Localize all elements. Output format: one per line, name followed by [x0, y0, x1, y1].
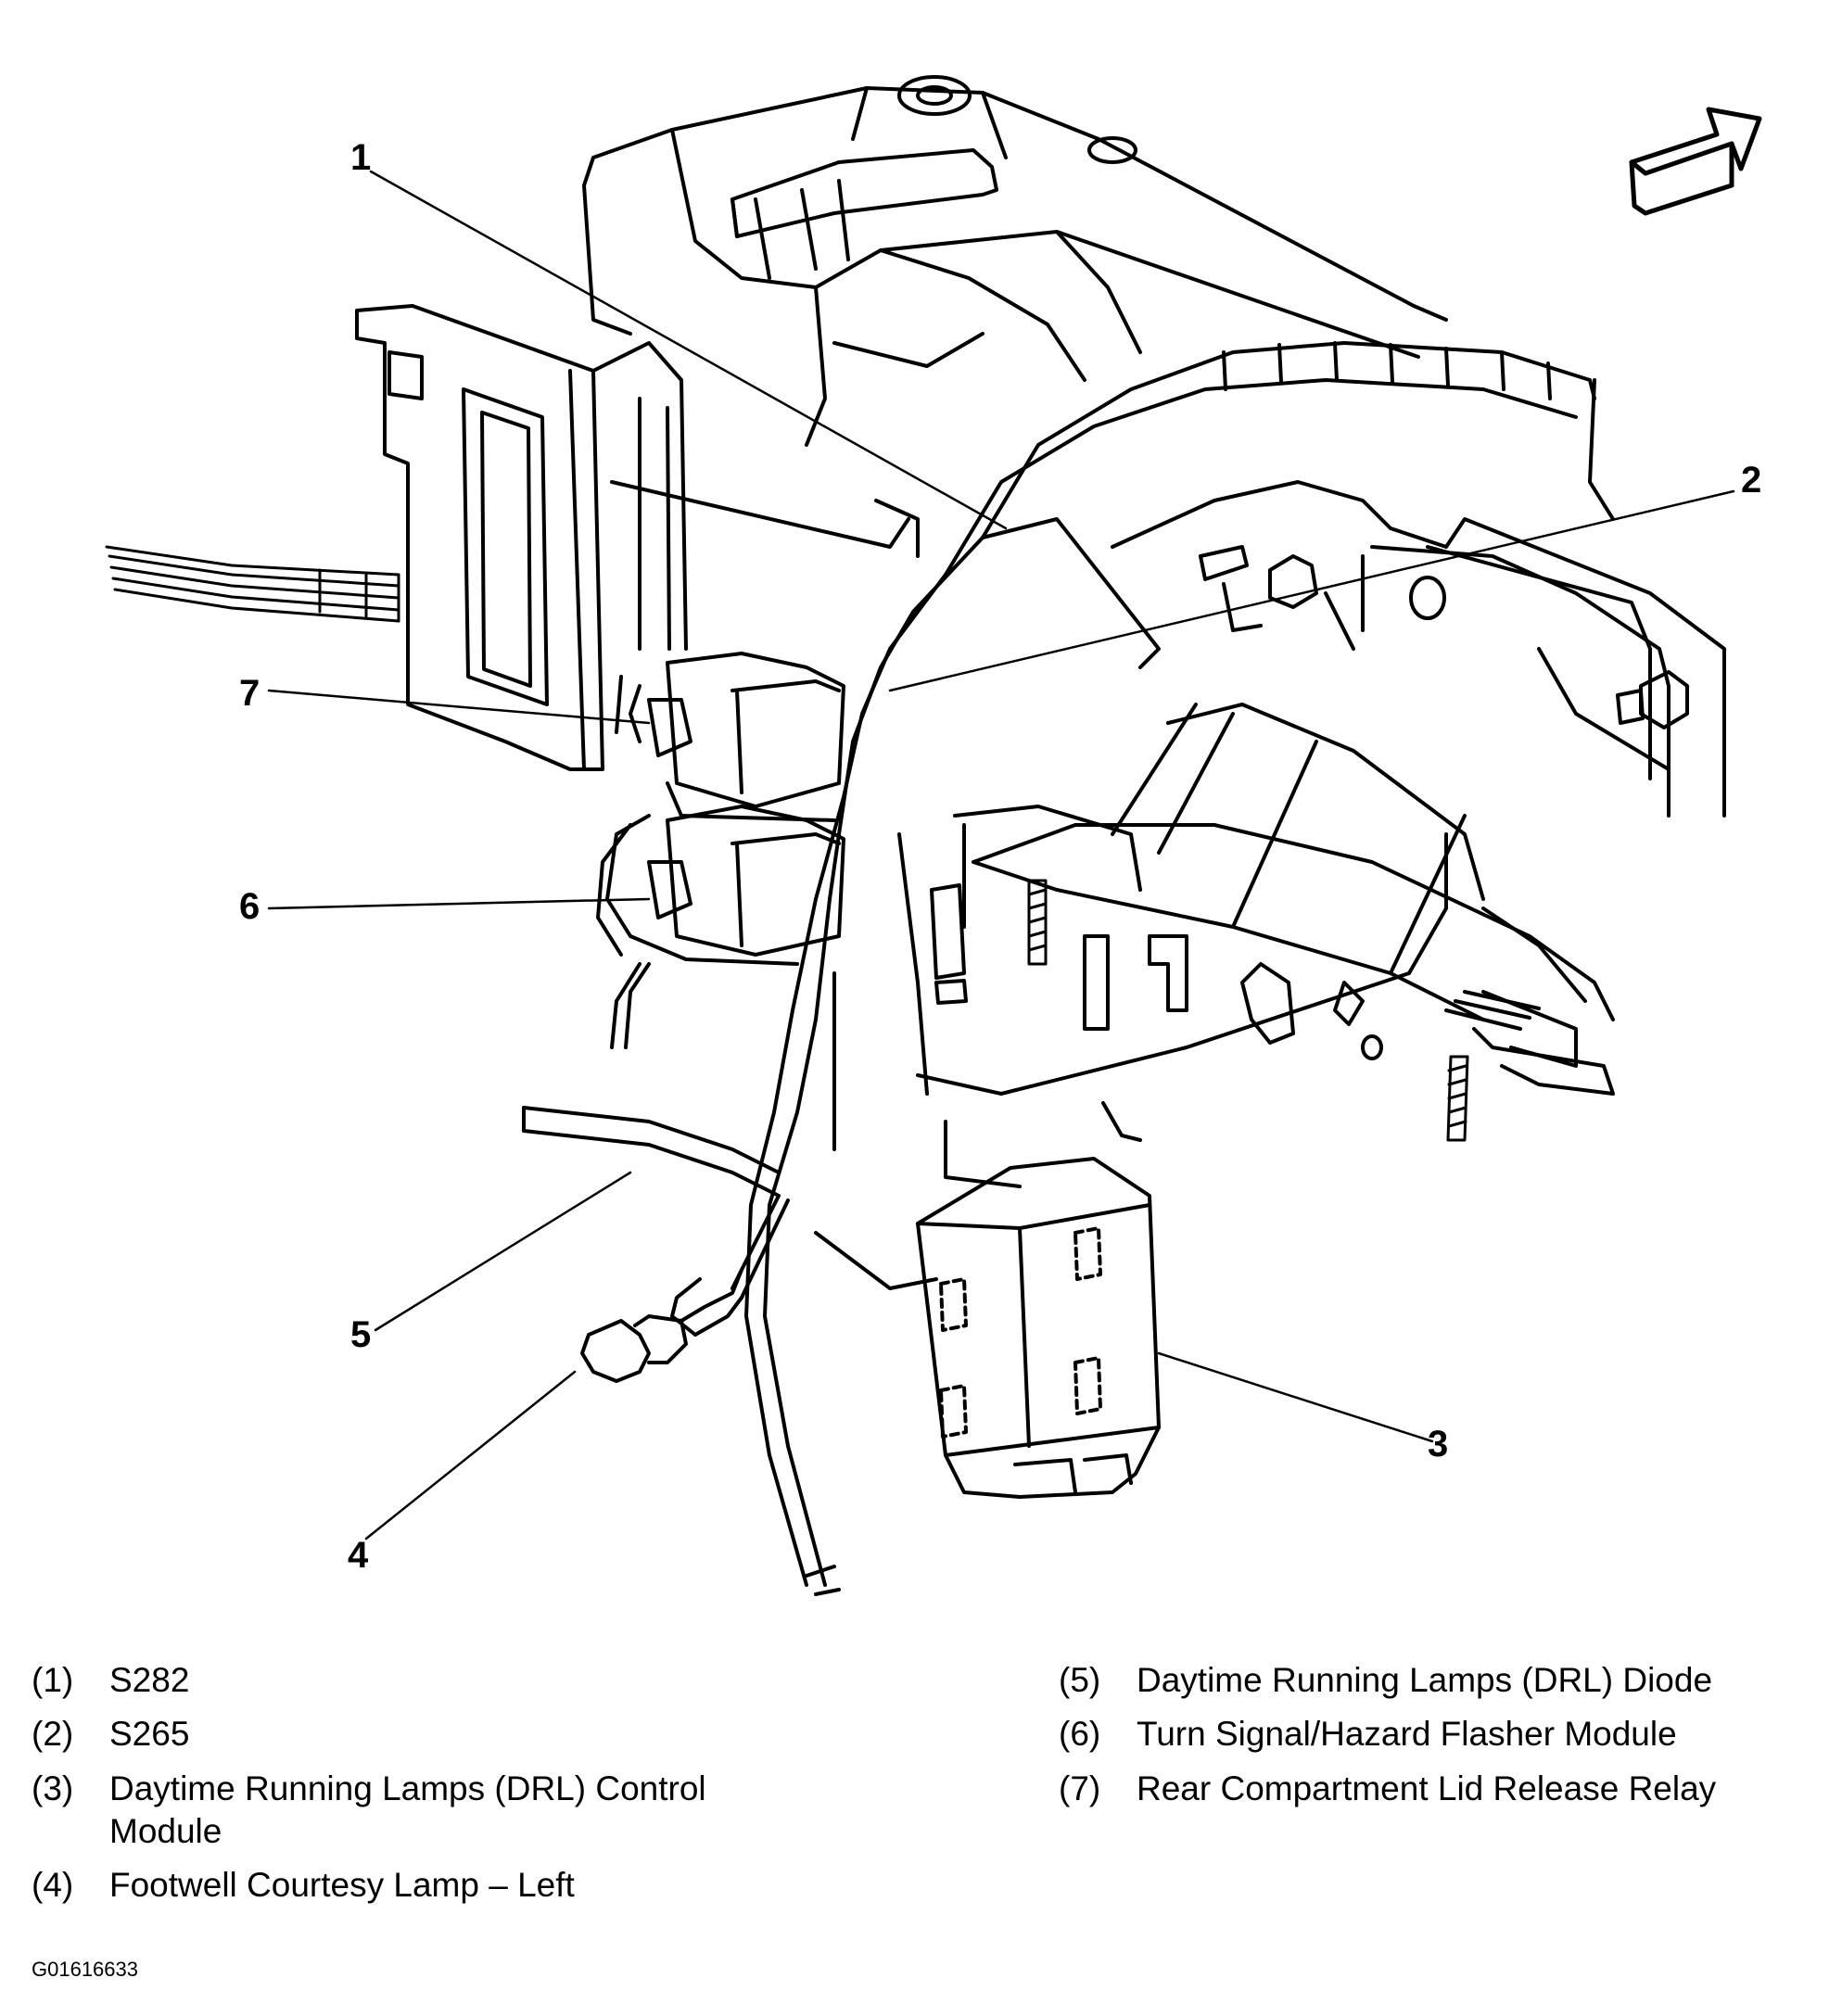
- callout-3: 3: [1428, 1424, 1449, 1464]
- legend-item: (6) Turn Signal/Hazard Flasher Module: [1059, 1713, 1819, 1756]
- callout-6: 6: [239, 886, 260, 927]
- legend-text: S265: [109, 1715, 190, 1754]
- legend-text: Rear Compartment Lid Release Relay: [1137, 1769, 1717, 1807]
- legend-text: Turn Signal/Hazard Flasher Module: [1137, 1715, 1677, 1754]
- legend-item: (4) Footwell Courtesy Lamp – Left: [32, 1864, 801, 1907]
- drl-diode: [522, 1106, 781, 1198]
- lower-tray: [972, 703, 1615, 1096]
- legend-item: (1) S282: [32, 1659, 801, 1702]
- callout-5: 5: [350, 1314, 372, 1355]
- legend-item: (2) S265: [32, 1713, 801, 1756]
- figure-id: G01616633: [32, 1958, 138, 1981]
- component-locator-drawing: [105, 75, 1762, 1596]
- air-duct-outlet: [355, 304, 920, 771]
- callout-7: 7: [239, 673, 260, 714]
- mounting-bolt: [1027, 879, 1469, 1142]
- rear-compartment-lid-release-relay: [615, 652, 845, 822]
- legend-number: (1): [32, 1661, 74, 1699]
- legend-item: (7) Rear Compartment Lid Release Relay: [1059, 1768, 1819, 1810]
- instrument-panel-structure: [582, 75, 1448, 447]
- legend-text: Daytime Running Lamps (DRL) Diode: [1137, 1661, 1713, 1699]
- legend-number: (7): [1059, 1769, 1101, 1807]
- legend-number: (3): [32, 1769, 74, 1807]
- legend-text: Daytime Running Lamps (DRL) Control Modu…: [109, 1769, 706, 1850]
- callout-2: 2: [1741, 460, 1762, 501]
- footwell-courtesy-lamp: [580, 1194, 790, 1383]
- legend-number: (4): [32, 1866, 74, 1904]
- legend-item: (3) Daytime Running Lamps (DRL) Control …: [32, 1768, 801, 1854]
- drl-control-module: [916, 1157, 1161, 1499]
- callout-1: 1: [350, 137, 372, 178]
- legend-number: (5): [1059, 1661, 1101, 1699]
- callout-4: 4: [348, 1535, 369, 1576]
- turn-signal-hazard-flasher-module: [596, 805, 845, 1049]
- legend-item: (5) Daytime Running Lamps (DRL) Diode: [1059, 1659, 1819, 1702]
- callout-leader-lines: [267, 170, 1735, 1541]
- wiring-harness-left: [105, 545, 400, 623]
- legend-right-column: (5) Daytime Running Lamps (DRL) Diode (6…: [1059, 1659, 1819, 1821]
- legend-left-column: (1) S282 (2) S265 (3) Daytime Running La…: [32, 1659, 801, 1918]
- main-wiring-harness: [744, 341, 1596, 1596]
- forward-arrow-icon: [1629, 107, 1762, 216]
- legend-text: S282: [109, 1661, 190, 1699]
- legend-text: Footwell Courtesy Lamp – Left: [109, 1866, 575, 1904]
- legend-number: (6): [1059, 1715, 1101, 1754]
- legend-number: (2): [32, 1715, 74, 1754]
- right-mounting-plate: [1111, 378, 1726, 818]
